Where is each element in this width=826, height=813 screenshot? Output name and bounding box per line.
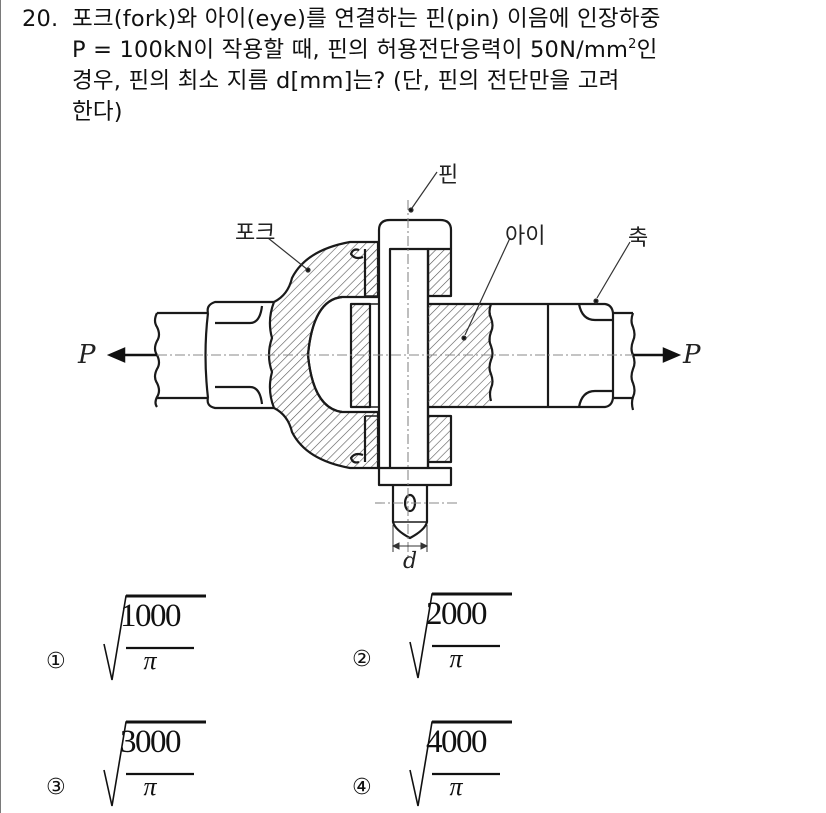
label-load-left: P bbox=[77, 340, 96, 370]
label-shaft: 축 bbox=[628, 226, 648, 251]
numerator: 2000 bbox=[426, 596, 488, 632]
denominator: π bbox=[143, 772, 157, 801]
label-eye: 아이 bbox=[505, 224, 545, 249]
numerator: 1000 bbox=[120, 598, 182, 634]
question-number: 20. bbox=[22, 6, 59, 32]
choice-marker: ③ bbox=[46, 775, 66, 800]
unit-exponent: 2 bbox=[628, 37, 637, 52]
denominator: π bbox=[449, 644, 463, 673]
right-shaft bbox=[491, 302, 636, 411]
fork-body bbox=[267, 240, 380, 470]
pin-tip bbox=[391, 485, 429, 540]
radical-sign-icon bbox=[103, 720, 206, 807]
sqrt-expression: 4000 π bbox=[382, 718, 512, 808]
label-diameter: d bbox=[403, 549, 417, 570]
denominator: π bbox=[449, 772, 463, 801]
choice-2[interactable]: ② 2000 π bbox=[352, 590, 512, 680]
question-text-2-suffix: 인 bbox=[636, 37, 658, 63]
radical-sign-icon bbox=[409, 592, 512, 679]
radical-sign-icon bbox=[103, 594, 206, 681]
radical-sign-icon bbox=[409, 720, 512, 807]
sqrt-expression: 1000 π bbox=[76, 592, 206, 682]
question-line-4: 한다) bbox=[22, 97, 812, 128]
pin-joint-diagram: 핀 포크 아이 축 P P d bbox=[60, 150, 760, 574]
question-text-4: 한다) bbox=[72, 99, 123, 125]
fork-ear-top bbox=[426, 247, 453, 298]
question-block: 20. 포크(fork)와 아이(eye)를 연결하는 핀(pin) 이음에 인장… bbox=[22, 4, 812, 128]
label-pin: 핀 bbox=[438, 163, 458, 188]
choice-marker: ② bbox=[352, 647, 372, 672]
label-fork: 포크 bbox=[235, 221, 275, 246]
choice-marker: ④ bbox=[352, 775, 372, 800]
fork-ear-bottom bbox=[426, 414, 453, 464]
pin-shank bbox=[388, 247, 430, 471]
pin-head bbox=[377, 218, 453, 249]
question-line-2: P = 100kN이 작용할 때, 핀의 허용전단응력이 50N/mm2인 bbox=[22, 35, 812, 66]
choice-4[interactable]: ④ 4000 π bbox=[352, 718, 512, 808]
label-load-right: P bbox=[682, 340, 701, 370]
numerator: 3000 bbox=[120, 724, 182, 760]
sqrt-expression: 3000 π bbox=[76, 718, 206, 808]
question-line-3: 경우, 핀의 최소 지름 d[mm]는? (단, 핀의 전단만을 고려 bbox=[22, 66, 812, 97]
page-left-border bbox=[0, 0, 1, 813]
numerator: 4000 bbox=[426, 724, 488, 760]
choice-marker: ① bbox=[46, 649, 66, 674]
fork-shank bbox=[204, 300, 274, 410]
question-text-3: 경우, 핀의 최소 지름 d[mm]는? (단, 핀의 전단만을 고려 bbox=[72, 68, 620, 94]
pin-collar bbox=[377, 466, 453, 487]
choice-1[interactable]: ① 1000 π bbox=[46, 592, 206, 682]
sqrt-expression: 2000 π bbox=[382, 590, 512, 680]
question-text-1: 포크(fork)와 아이(eye)를 연결하는 핀(pin) 이음에 인장하중 bbox=[72, 6, 661, 32]
question-line-1: 20. 포크(fork)와 아이(eye)를 연결하는 핀(pin) 이음에 인장… bbox=[22, 4, 812, 35]
left-rod bbox=[153, 311, 208, 408]
answer-choices: ① 1000 π ② 2000 π ③ bbox=[0, 570, 826, 813]
question-text-2: P = 100kN이 작용할 때, 핀의 허용전단응력이 50N/mm bbox=[72, 37, 629, 63]
choice-3[interactable]: ③ 3000 π bbox=[46, 718, 206, 808]
denominator: π bbox=[143, 646, 157, 675]
